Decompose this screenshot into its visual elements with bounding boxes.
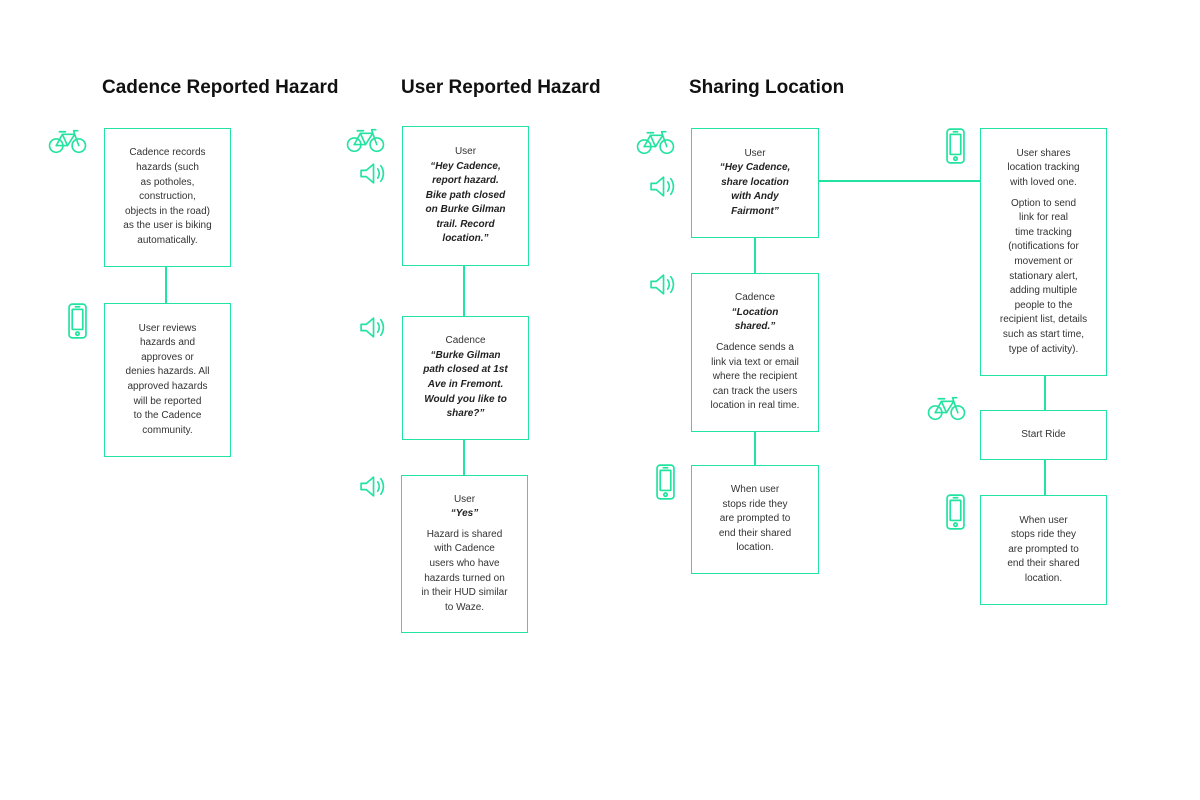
title-user-reported-hazard: User Reported Hazard <box>401 77 601 98</box>
title-cadence-reported-hazard: Cadence Reported Hazard <box>102 77 339 98</box>
speaker-icon <box>360 317 385 338</box>
connector-sr2-sr3 <box>1044 459 1046 495</box>
bicycle-icon <box>927 396 966 421</box>
connector-sl2-sl3 <box>754 431 756 465</box>
phone-icon <box>656 464 675 500</box>
bicycle-icon <box>636 130 675 155</box>
box-text: Hazard is shared with Cadence users who … <box>421 528 508 613</box>
user-reviews-hazards-box: User reviews hazards and approves or den… <box>104 303 231 457</box>
cadence-path-closed-box: Cadence “Burke Gilman path closed at 1st… <box>402 316 529 440</box>
cadence-location-shared-box: Cadence “Location shared.” Cadence sends… <box>691 273 819 432</box>
user-share-location-box: User “Hey Cadence, share location with A… <box>691 128 819 238</box>
box-quote: “Yes” <box>450 508 479 520</box>
box-quote: “Hey Cadence, report hazard. Bike path c… <box>425 160 506 245</box>
box-text: Cadence records hazards (such as pothole… <box>123 147 212 246</box>
connector-ur2-ur3 <box>463 439 465 475</box>
phone-icon <box>946 128 965 164</box>
start-ride-box: Start Ride <box>980 410 1107 460</box>
speaker-icon <box>360 163 385 184</box>
connector-sl1-sr1 <box>818 180 981 182</box>
box-text: Cadence sends a link via text or email w… <box>710 341 800 412</box>
box-text: User reviews hazards and approves or den… <box>125 322 210 436</box>
speaker-icon <box>360 476 385 497</box>
box-quote: “Location shared.” <box>731 306 779 333</box>
user-shares-tracking-box: User shares location tracking with loved… <box>980 128 1107 376</box>
connector-ur1-ur2 <box>463 265 465 316</box>
cadence-records-hazards-box: Cadence records hazards (such as pothole… <box>104 128 231 267</box>
phone-icon <box>68 303 87 339</box>
bicycle-icon <box>48 129 87 154</box>
box-quote: “Hey Cadence, share location with Andy F… <box>719 162 791 217</box>
box-text-options: Option to send link for real time tracki… <box>999 197 1088 355</box>
title-sharing-location: Sharing Location <box>689 77 845 98</box>
connector-sl1-sl2 <box>754 237 756 273</box>
box-speaker: User <box>454 145 477 157</box>
stop-ride-prompt-box-right: When user stops ride they are prompted t… <box>980 495 1107 605</box>
bicycle-icon <box>346 128 385 153</box>
phone-icon <box>946 494 965 530</box>
box-quote: “Burke Gilman path closed at 1st Ave in … <box>423 349 508 420</box>
connector-sr1-sr2 <box>1044 375 1046 410</box>
user-yes-hazard-shared-box: User “Yes” Hazard is shared with Cadence… <box>401 475 528 633</box>
box-speaker: User <box>744 147 766 159</box>
box-text: When user stops ride they are prompted t… <box>1007 514 1080 584</box>
user-report-hazard-box: User “Hey Cadence, report hazard. Bike p… <box>402 126 529 266</box>
box-speaker: User <box>453 493 476 505</box>
speaker-icon <box>650 176 675 197</box>
connector-cr1-cr2 <box>165 267 167 303</box>
box-text: User shares location tracking with loved… <box>1007 147 1080 189</box>
box-speaker: Cadence <box>734 292 776 304</box>
speaker-icon <box>650 274 675 295</box>
box-speaker: Cadence <box>445 335 486 347</box>
box-text: When user stops ride they are prompted t… <box>718 484 792 554</box>
stop-ride-prompt-box: When user stops ride they are prompted t… <box>691 465 819 574</box>
box-text: Start Ride <box>1021 428 1066 440</box>
